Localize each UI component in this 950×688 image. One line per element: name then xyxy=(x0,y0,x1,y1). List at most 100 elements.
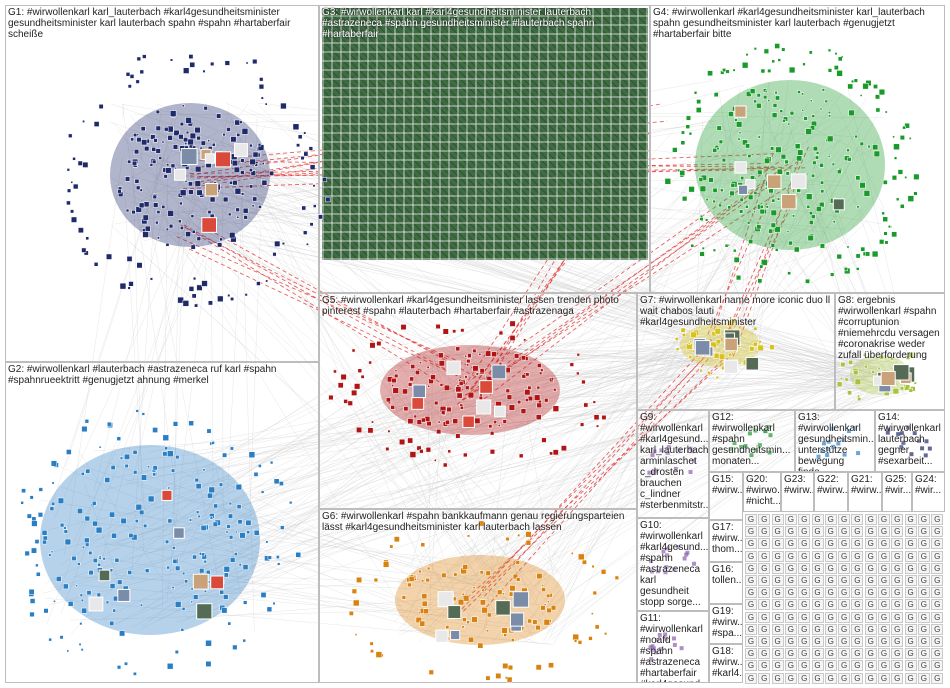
tiny-group-cell[interactable]: G xyxy=(878,562,890,574)
tiny-group-cell[interactable]: G xyxy=(758,623,771,635)
tiny-group-cell[interactable]: G xyxy=(811,648,824,660)
tiny-group-cell[interactable]: G xyxy=(838,672,851,684)
tiny-group-cell[interactable]: G xyxy=(931,550,944,562)
tiny-group-cell[interactable]: G xyxy=(851,623,864,635)
tiny-group-cell[interactable]: G xyxy=(851,538,864,550)
tiny-group-cell[interactable]: G xyxy=(891,538,904,550)
tiny-group-cell[interactable]: G xyxy=(904,538,917,550)
tiny-group-cell[interactable]: G xyxy=(891,550,904,562)
tiny-group-cell[interactable]: G xyxy=(771,514,784,525)
tiny-group-cell[interactable]: G xyxy=(891,599,904,611)
tiny-group-cell[interactable]: G xyxy=(878,648,890,660)
tiny-group-cell[interactable]: G xyxy=(917,514,930,525)
group-g23-box[interactable]: G23: #wirw... xyxy=(781,472,814,512)
tiny-group-cell[interactable]: G xyxy=(784,526,797,538)
tiny-group-cell[interactable]: G xyxy=(745,660,757,672)
tiny-group-cell[interactable]: G xyxy=(878,550,890,562)
tiny-group-cell[interactable]: G xyxy=(904,648,917,660)
group-g17-box[interactable]: G17: #wirw... thom... xyxy=(709,520,743,562)
group-g11-box[interactable]: G11: #wirwollenkarl #noafd #spahn #astra… xyxy=(637,611,709,683)
tiny-group-cell[interactable]: G xyxy=(864,599,877,611)
tiny-group-cell[interactable]: G xyxy=(878,538,890,550)
group-g5-box[interactable]: G5: #wirwollenkarl #karl4gesundheitsmini… xyxy=(319,293,637,509)
tiny-group-cell[interactable]: G xyxy=(745,672,757,684)
group-g21-box[interactable]: G21: #wirw... xyxy=(848,472,882,512)
group-g19-box[interactable]: G19: #wirw... #spa... xyxy=(709,604,743,644)
tiny-group-cell[interactable]: G xyxy=(798,636,811,647)
tiny-group-cell[interactable]: G xyxy=(798,538,811,550)
tiny-group-cell[interactable]: G xyxy=(784,623,797,635)
tiny-group-cell[interactable]: G xyxy=(891,526,904,538)
tiny-group-cell[interactable]: G xyxy=(771,526,784,538)
tiny-group-cell[interactable]: G xyxy=(798,599,811,611)
tiny-group-cell[interactable]: G xyxy=(891,575,904,586)
tiny-group-cell[interactable]: G xyxy=(851,526,864,538)
tiny-group-cell[interactable]: G xyxy=(864,672,877,684)
tiny-group-cell[interactable]: G xyxy=(758,599,771,611)
tiny-group-cell[interactable]: G xyxy=(798,660,811,672)
tiny-group-cell[interactable]: G xyxy=(917,575,930,586)
tiny-group-cell[interactable]: G xyxy=(917,599,930,611)
tiny-group-cell[interactable]: G xyxy=(838,550,851,562)
tiny-group-cell[interactable]: G xyxy=(931,575,944,586)
tiny-group-cell[interactable]: G xyxy=(798,587,811,599)
tiny-group-cell[interactable]: G xyxy=(904,587,917,599)
group-g8-box[interactable]: G8: ergebnis #wirwollenkarl #spahn #corr… xyxy=(835,293,945,410)
tiny-group-cell[interactable]: G xyxy=(917,636,930,647)
tiny-group-cell[interactable]: G xyxy=(878,611,890,623)
group-g22-box[interactable]: G22: #wirw... xyxy=(814,472,848,512)
tiny-group-cell[interactable]: G xyxy=(838,562,851,574)
tiny-group-cell[interactable]: G xyxy=(904,550,917,562)
tiny-group-cell[interactable]: G xyxy=(771,623,784,635)
tiny-group-cell[interactable]: G xyxy=(851,672,864,684)
tiny-group-cell[interactable]: G xyxy=(824,550,837,562)
tiny-group-cell[interactable]: G xyxy=(758,660,771,672)
tiny-group-cell[interactable]: G xyxy=(798,526,811,538)
tiny-group-cell[interactable]: G xyxy=(758,648,771,660)
tiny-group-cell[interactable]: G xyxy=(784,611,797,623)
tiny-group-cell[interactable]: G xyxy=(838,611,851,623)
tiny-group-cell[interactable]: G xyxy=(891,611,904,623)
tiny-group-cell[interactable]: G xyxy=(864,514,877,525)
tiny-group-cell[interactable]: G xyxy=(758,550,771,562)
tiny-group-cell[interactable]: G xyxy=(824,538,837,550)
tiny-group-cell[interactable]: G xyxy=(904,611,917,623)
tiny-group-cell[interactable]: G xyxy=(771,538,784,550)
tiny-group-cell[interactable]: G xyxy=(811,599,824,611)
group-g4-box[interactable]: G4: #wirwollenkarl #karl4gesundheitsmini… xyxy=(650,5,945,293)
tiny-group-cell[interactable]: G xyxy=(891,672,904,684)
tiny-group-cell[interactable]: G xyxy=(758,526,771,538)
tiny-group-cell[interactable]: G xyxy=(798,672,811,684)
tiny-group-cell[interactable]: G xyxy=(878,587,890,599)
tiny-group-cell[interactable]: G xyxy=(784,575,797,586)
group-g12-box[interactable]: G12: #wirwollenkarl #spahn gesundheitsmi… xyxy=(709,410,795,472)
tiny-group-cell[interactable]: G xyxy=(851,611,864,623)
tiny-group-cell[interactable]: G xyxy=(904,514,917,525)
tiny-group-cell[interactable]: G xyxy=(864,636,877,647)
tiny-group-cell[interactable]: G xyxy=(784,599,797,611)
group-g15-box[interactable]: G15: #wirw... xyxy=(709,472,743,520)
group-g24-box[interactable]: G24: #wir... xyxy=(912,472,945,512)
tiny-group-cell[interactable]: G xyxy=(758,587,771,599)
tiny-group-cell[interactable]: G xyxy=(917,672,930,684)
tiny-group-cell[interactable]: G xyxy=(891,648,904,660)
group-g7-box[interactable]: G7: #wirwollenkarl name more iconic duo … xyxy=(637,293,835,410)
tiny-group-cell[interactable]: G xyxy=(851,575,864,586)
tiny-group-cell[interactable]: G xyxy=(864,587,877,599)
tiny-group-cell[interactable]: G xyxy=(798,648,811,660)
tiny-group-cell[interactable]: G xyxy=(811,636,824,647)
tiny-group-cell[interactable]: G xyxy=(784,672,797,684)
tiny-group-cell[interactable]: G xyxy=(917,587,930,599)
tiny-group-cell[interactable]: G xyxy=(771,672,784,684)
tiny-group-cell[interactable]: G xyxy=(771,587,784,599)
tiny-group-cell[interactable]: G xyxy=(745,623,757,635)
tiny-group-cell[interactable]: G xyxy=(931,538,944,550)
group-g10-box[interactable]: G10: #wirwollenkarl #karl4gesund... #spa… xyxy=(637,518,709,611)
tiny-group-cell[interactable]: G xyxy=(891,587,904,599)
tiny-group-cell[interactable]: G xyxy=(811,538,824,550)
tiny-group-cell[interactable]: G xyxy=(784,636,797,647)
tiny-group-cell[interactable]: G xyxy=(838,623,851,635)
tiny-group-cell[interactable]: G xyxy=(838,636,851,647)
tiny-group-cell[interactable]: G xyxy=(917,648,930,660)
tiny-group-cell[interactable]: G xyxy=(811,672,824,684)
